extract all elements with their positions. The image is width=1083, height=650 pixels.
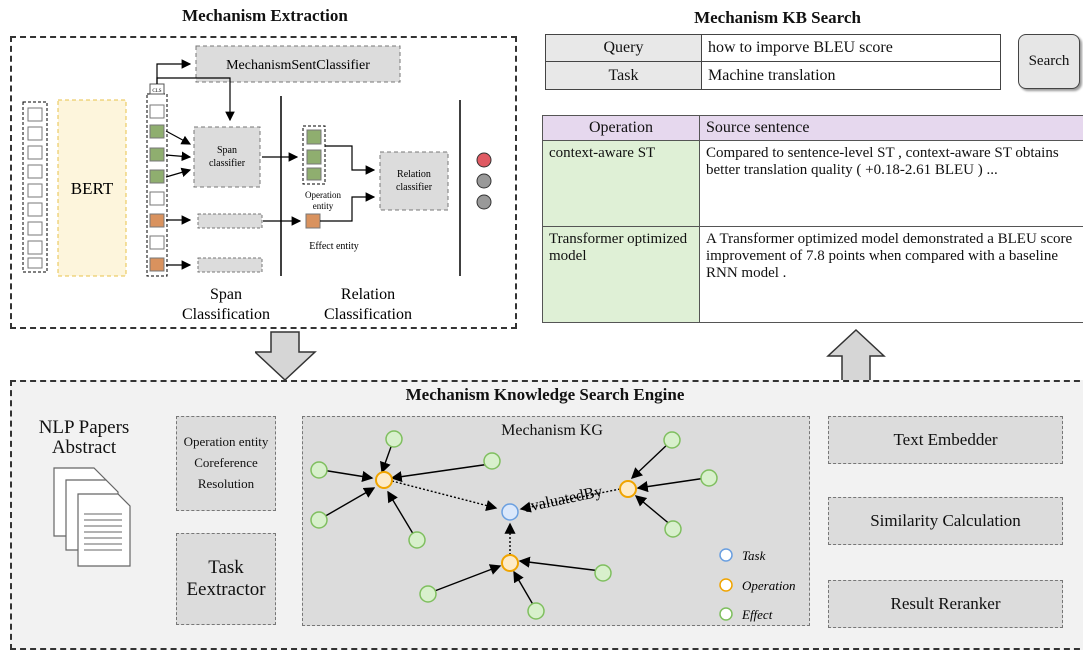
edge-label: evaluatedBy [522,483,604,516]
effect-entity-label: Effect entity [309,241,359,252]
header-source-sentence: Source sentence [700,116,1083,141]
legend-effect: Effect [741,607,773,622]
table-header-row: Operation Source sentence [543,116,1083,141]
task-input[interactable]: Machine translation [701,61,1001,90]
cls-label: CLS [152,89,161,94]
output-circle-red [477,153,491,167]
query-input[interactable]: how to imporve BLEU score [701,34,1001,62]
bert-label: BERT [71,179,114,198]
effect-entity-token [306,214,320,228]
input-tokens [28,108,42,268]
output-tokens [150,105,164,271]
document-stack-icon [50,466,140,576]
cls-to-span-arrow [157,78,230,120]
coref-resolution-box: Operation entity Coreference Resolution [176,416,276,511]
sent-classifier-label: MechanismSentClassifier [226,58,370,73]
output-circle-gray-1 [477,174,491,188]
sentence-cell: A Transformer optimized model demonstrat… [700,227,1083,323]
span-bar-2 [198,258,262,272]
legend-task-icon [720,549,732,561]
task-label: Task [545,61,702,90]
engine-title: Mechanism Knowledge Search Engine [10,385,1080,405]
search-button[interactable]: Search [1018,34,1080,89]
table-row[interactable]: context-aware ST Compared to sentence-le… [543,141,1083,227]
operation-cell: context-aware ST [543,141,700,227]
output-circle-gray-2 [477,195,491,209]
legend-task: Task [742,548,766,563]
task-node [502,504,518,520]
operation-cell: Transformer optimized model [543,227,700,323]
span-classifier [194,127,260,187]
query-label: Query [545,34,702,62]
header-operation: Operation [543,116,700,141]
kg-graph: evaluatedBy Task Operation Effect [302,416,812,628]
results-table: Operation Source sentence context-aware … [542,115,1083,323]
result-reranker-box: Result Reranker [828,580,1063,628]
sentence-cell: Compared to sentence-level ST , context-… [700,141,1083,227]
span-bar-1 [198,214,262,228]
similarity-calculation-box: Similarity Calculation [828,497,1063,545]
legend-effect-icon [720,608,732,620]
kb-search-title: Mechanism KB Search [545,8,1010,28]
effect-nodes [311,431,717,619]
legend-operation-icon [720,579,732,591]
relation-classifier [380,152,448,210]
down-arrow [255,330,325,385]
text-embedder-box: Text Embedder [828,416,1063,464]
kg-legend: Task Operation Effect [720,548,795,622]
table-row[interactable]: Transformer optimized model A Transforme… [543,227,1083,323]
papers-label: NLP Papers Abstract [24,418,144,458]
legend-operation: Operation [742,578,795,593]
task-extractor-box: Task Eextractor [176,533,276,625]
cls-to-sent-arrow [157,64,190,84]
up-arrow [826,328,888,384]
